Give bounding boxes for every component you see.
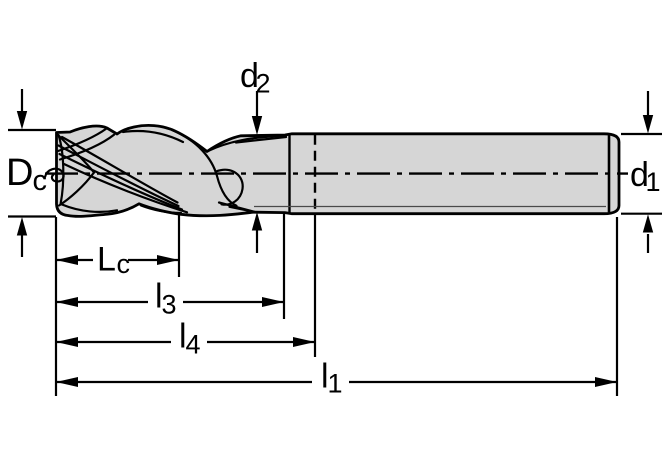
label-l4: l 4 <box>179 318 201 360</box>
l3-arrow-left <box>56 297 78 307</box>
helix-edge-1 <box>60 135 179 204</box>
end-face-inner-edge <box>57 133 65 206</box>
label-d2-base: d <box>240 57 259 95</box>
dimension-d1 <box>621 91 662 253</box>
label-l3-base: l <box>155 278 163 316</box>
d1-arrow-top-head <box>642 115 654 134</box>
label-l1: l 1 <box>321 358 343 399</box>
label-l1-subscript: 1 <box>328 369 343 399</box>
label-l4-base: l <box>179 318 187 356</box>
dimension-l3 <box>56 297 284 307</box>
land-edge-a <box>56 127 108 153</box>
runout-top-b <box>234 135 288 144</box>
label-d2-subscript: 2 <box>256 69 271 99</box>
dimension-l1 <box>56 377 617 387</box>
l1-arrow-left <box>56 377 78 387</box>
dc-arrow-bottom-head <box>16 217 28 236</box>
lc-arrow-left <box>56 255 78 265</box>
d2-arrow-top-head <box>251 116 263 135</box>
helix-edge-2 <box>57 144 180 208</box>
tool-silhouette <box>55 123 621 218</box>
bottom-lobe-inner-b <box>139 204 183 215</box>
crest-land-inner <box>121 129 185 144</box>
dimension-lc <box>56 255 179 265</box>
l4-arrow-right <box>293 337 315 347</box>
label-d1-base: d <box>630 156 649 194</box>
l4-arrow-left <box>56 337 78 347</box>
end-mill-body <box>43 123 621 218</box>
label-l3-subscript: 3 <box>162 290 177 320</box>
d1-arrow-bottom-head <box>642 214 654 233</box>
label-dc-base: D <box>6 152 33 194</box>
label-d1: d 1 <box>630 156 661 197</box>
helix-edge-3 <box>58 152 184 211</box>
flute-hook-curve <box>214 168 244 206</box>
label-lc-subscript: c <box>117 249 131 279</box>
dimension-dc <box>8 89 56 257</box>
l1-arrow-right <box>595 377 617 387</box>
dimension-l4 <box>56 337 315 347</box>
lc-arrow-right <box>157 255 179 265</box>
bottom-lobe-inner-a <box>60 203 119 213</box>
label-dc: D c <box>6 152 47 197</box>
dc-arrow-top-head <box>16 111 28 130</box>
label-lc-base: L <box>97 241 116 279</box>
flute-detail-lines <box>43 127 288 215</box>
label-l4-subscript: 4 <box>186 330 201 360</box>
label-dc-subscript: c <box>33 165 48 197</box>
label-d2: d 2 <box>240 57 271 99</box>
runout-top-a <box>206 134 288 153</box>
dimension-d2 <box>251 91 263 253</box>
label-l3: l 3 <box>155 278 177 320</box>
runout-bottom-b <box>228 205 253 213</box>
helix-edge-4 <box>62 162 189 214</box>
label-d1-subscript: 1 <box>646 167 661 197</box>
center-web-curl <box>43 167 65 183</box>
l3-arrow-right <box>262 297 284 307</box>
label-l1-base: l <box>321 358 329 396</box>
d2-arrow-bottom-head <box>251 212 263 231</box>
flute-face-curve <box>170 128 238 207</box>
label-lc: L c <box>97 241 130 280</box>
